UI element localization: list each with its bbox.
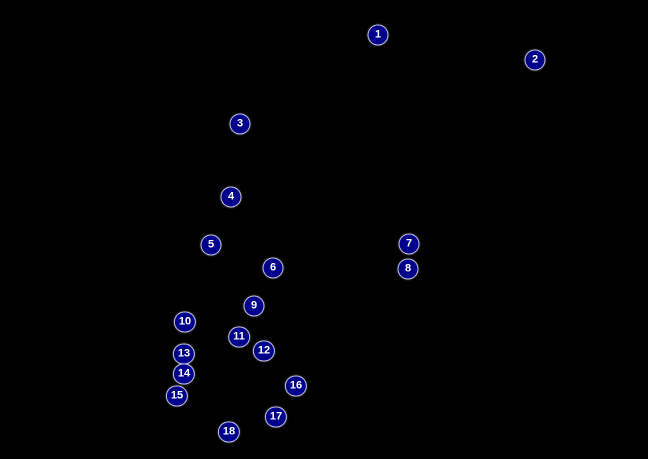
som-mark[interactable]: 13	[172, 343, 196, 365]
som-mark-label: 17	[269, 410, 283, 423]
som-mark[interactable]: 15	[165, 385, 189, 407]
som-mark-label: 13	[177, 347, 191, 360]
som-mark-label: 18	[222, 425, 236, 438]
som-mark[interactable]: 11	[228, 326, 250, 348]
som-mark-label: 14	[177, 367, 191, 380]
som-mark[interactable]: 3	[229, 113, 251, 135]
som-mark[interactable]: 8	[397, 258, 419, 280]
som-mark-label: 9	[250, 299, 258, 312]
som-mark[interactable]: 12	[252, 340, 276, 362]
som-mark-label: 12	[257, 344, 271, 357]
som-mark-label: 16	[289, 379, 303, 392]
som-mark-label: 5	[207, 238, 215, 251]
som-mark-label: 1	[374, 28, 382, 41]
som-mark[interactable]: 17	[264, 406, 288, 428]
som-mark[interactable]: 5	[200, 234, 222, 256]
som-mark[interactable]: 6	[262, 257, 284, 279]
som-mark[interactable]: 4	[220, 186, 242, 208]
som-mark[interactable]: 18	[217, 421, 241, 443]
som-mark-label: 6	[269, 261, 277, 274]
som-mark[interactable]: 1	[367, 24, 389, 46]
som-mark[interactable]: 2	[524, 49, 546, 71]
som-mark[interactable]: 14	[172, 363, 196, 385]
som-mark-label: 4	[227, 190, 235, 203]
som-mark-label: 10	[178, 315, 192, 328]
som-mark-label: 11	[233, 330, 245, 343]
som-mark[interactable]: 10	[173, 311, 197, 333]
som-mark-label: 3	[236, 117, 244, 130]
som-mark-label: 8	[404, 262, 412, 275]
som-mark[interactable]: 9	[243, 295, 265, 317]
som-mark-label: 15	[170, 389, 184, 402]
som-mark-label: 2	[531, 53, 539, 66]
som-mark-label: 7	[405, 237, 413, 250]
som-mark[interactable]: 7	[398, 233, 420, 255]
som-mark[interactable]: 16	[284, 375, 308, 397]
